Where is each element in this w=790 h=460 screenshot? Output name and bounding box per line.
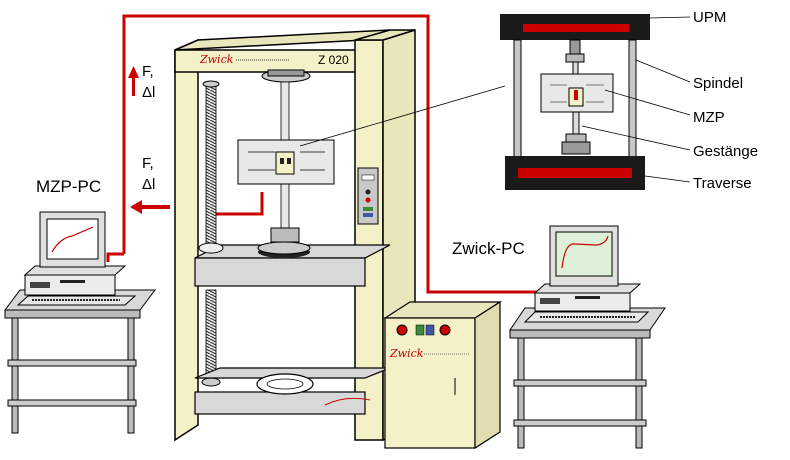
cable-mid: [106, 252, 124, 262]
label-upm: UPM: [693, 9, 726, 26]
spindle-left: [513, 39, 522, 161]
cable-sensor: [208, 192, 264, 216]
label-zwick-pc: Zwick-PC: [452, 239, 525, 258]
signal-cables: [106, 14, 545, 294]
arrow-left-icon: [130, 200, 170, 214]
force-label-top-1: F,: [142, 63, 154, 80]
inset-schematic: UPM Spindel MZP Gestänge Traverse: [500, 9, 758, 192]
label-mzp: MZP: [693, 109, 725, 126]
inset-rod: [572, 111, 580, 137]
signal-annotations: F, Δl F, Δl: [128, 63, 170, 214]
frame-model: Z 020: [318, 53, 349, 67]
label-mzp-pc: MZP-PC: [36, 177, 101, 196]
mzp-pc-screen: [46, 218, 99, 260]
zwick-pc-station: [509, 225, 666, 449]
arrow-up-icon: [128, 66, 139, 96]
cabinet-brand: Zwick: [389, 347, 424, 360]
label-gestaenge: Gestänge: [693, 143, 758, 160]
frame-brand: Zwick: [199, 53, 234, 66]
traverse-bar: [518, 168, 632, 178]
label-spindel: Spindel: [693, 75, 743, 92]
cable-top: [122, 14, 545, 294]
spindle-left-upper: [205, 81, 217, 248]
upm-bar: [523, 24, 629, 32]
label-traverse: Traverse: [693, 175, 752, 192]
spindle-right: [628, 39, 637, 161]
mzp-pc-station: [4, 211, 156, 434]
force-label-mid-2: Δl: [142, 176, 155, 193]
moving-crosshead: [194, 257, 366, 287]
spindle-left-lower: [205, 289, 217, 381]
control-cabinet: Zwick: [382, 300, 503, 450]
force-label-top-2: Δl: [142, 84, 155, 101]
force-label-mid-1: F,: [142, 155, 154, 172]
